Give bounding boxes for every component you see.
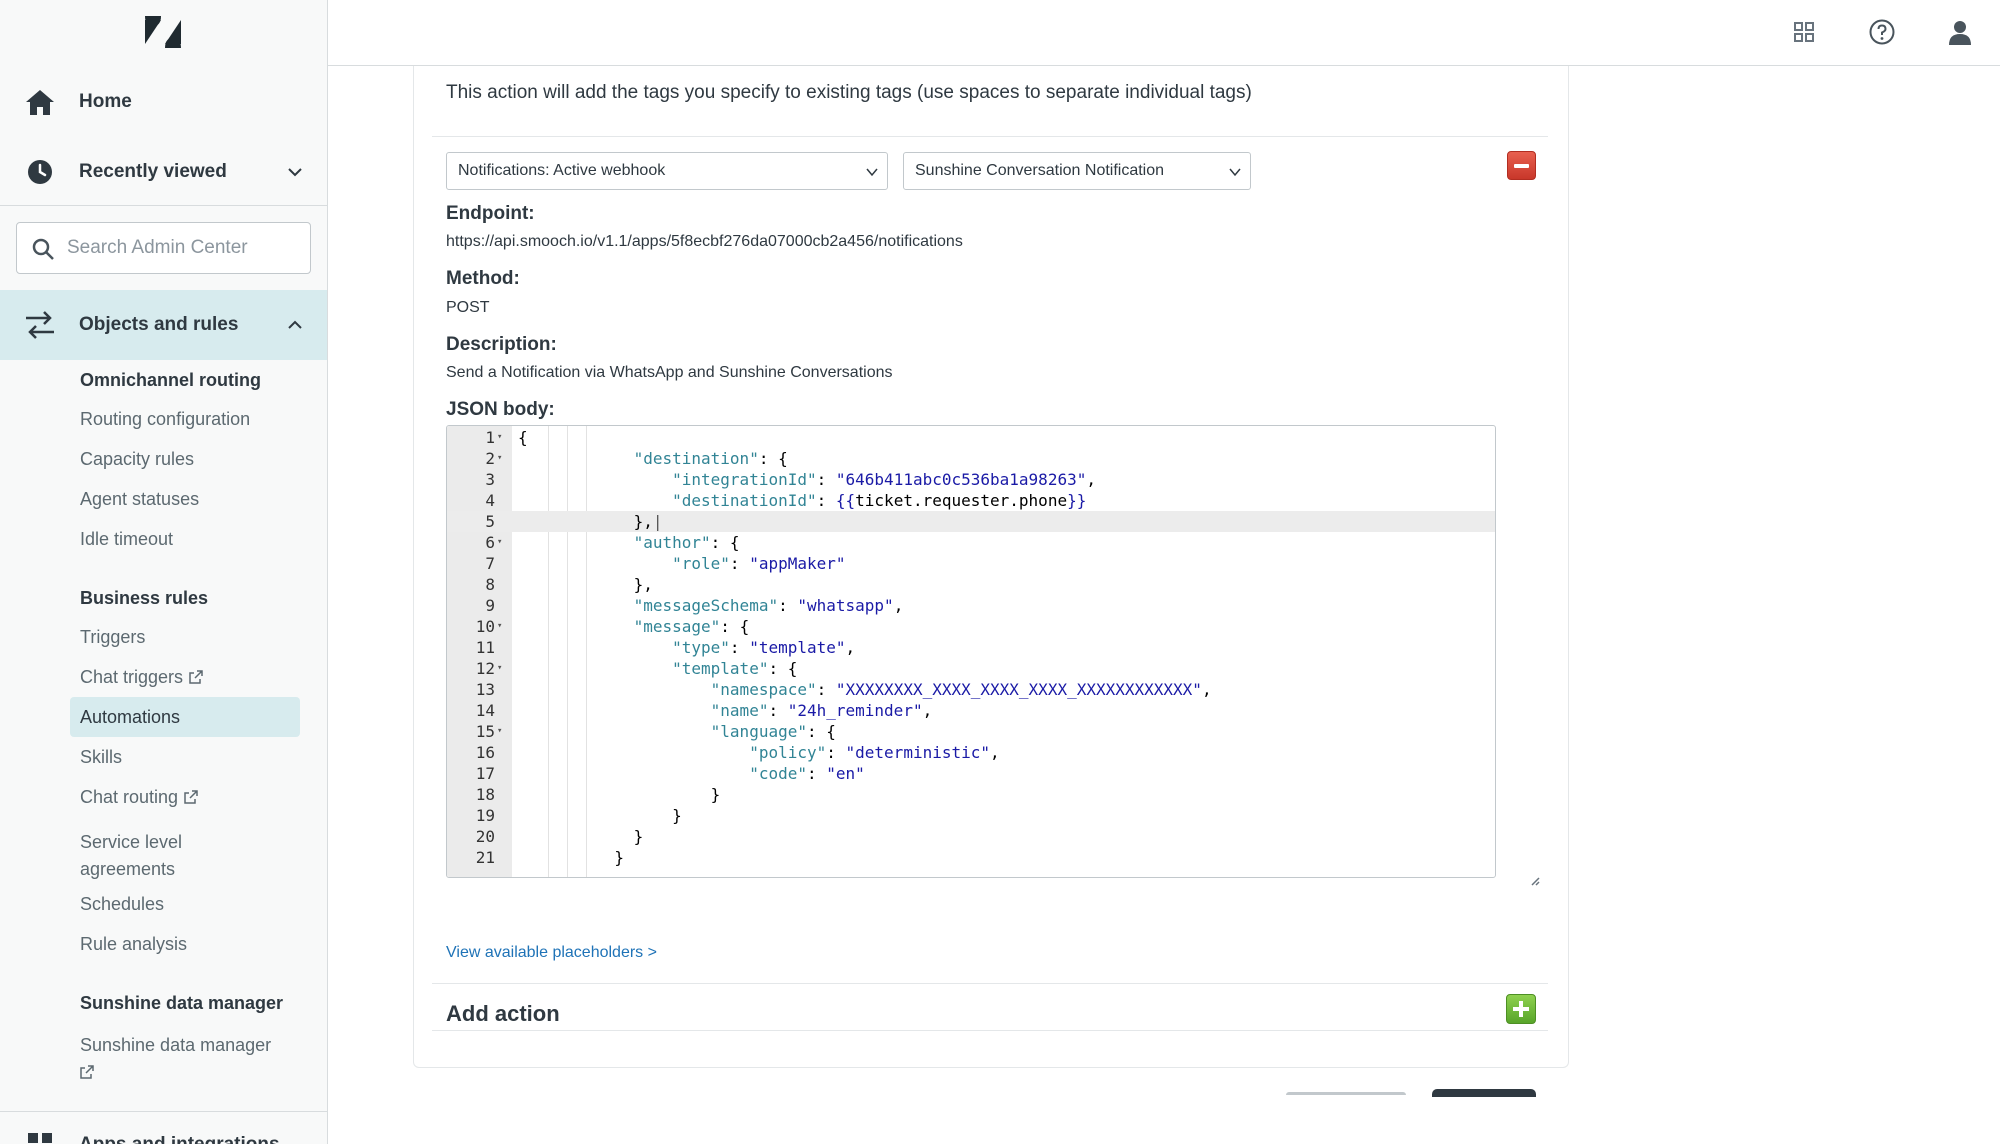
editor-gutter xyxy=(447,426,512,877)
endpoint-label: Endpoint: xyxy=(446,203,535,224)
sidebar-item-label: Service level xyxy=(80,832,183,852)
chevron-down-icon[interactable] xyxy=(284,161,306,183)
zendesk-logo[interactable] xyxy=(145,16,181,48)
nav-objects-and-rules-label: Objects and rules xyxy=(79,314,239,335)
remove-action-button[interactable] xyxy=(1507,151,1536,180)
code-line: 9 "messageSchema": "whatsapp", xyxy=(485,596,904,615)
sidebar-item-skills[interactable]: Skills xyxy=(80,747,123,767)
apps-grid-icon xyxy=(24,1129,56,1144)
code-line-active: 5 },| xyxy=(447,511,1495,532)
indent-guide xyxy=(567,426,568,877)
sidebar-divider xyxy=(0,205,327,206)
description-label: Description: xyxy=(446,334,557,355)
omnichannel-heading: Omnichannel routing xyxy=(80,370,262,390)
help-icon[interactable] xyxy=(1868,18,1896,46)
clock-icon xyxy=(24,156,56,188)
nav-home[interactable]: Home xyxy=(0,72,327,132)
json-body-label: JSON body: xyxy=(446,399,555,420)
code-line: 19 } xyxy=(475,806,682,825)
chevron-down-icon xyxy=(1229,168,1241,177)
external-link-icon xyxy=(80,1065,94,1079)
method-value: POST xyxy=(446,299,490,316)
code-line: 4 "destinationId": {{ticket.requester.ph… xyxy=(485,491,1087,510)
objects-rules-icon xyxy=(24,309,56,341)
code-line: 16 "policy": "deterministic", xyxy=(475,743,1000,762)
indent-guide xyxy=(586,426,587,877)
code-line: 7 "role": "appMaker" xyxy=(485,554,846,573)
indent-guide xyxy=(548,426,549,877)
sidebar-item-service-level-agreements[interactable]: Service level agreements xyxy=(80,829,182,883)
external-link-icon xyxy=(189,670,203,684)
user-icon[interactable] xyxy=(1946,18,1974,46)
sidebar-item-routing-configuration[interactable]: Routing configuration xyxy=(80,409,251,429)
nav-recently-viewed[interactable]: Recently viewed xyxy=(0,142,327,202)
add-action-title: Add action xyxy=(446,1001,560,1026)
code-line: 6▾ "author": { xyxy=(485,533,740,552)
sidebar: Home Recently viewed Objects and rules O… xyxy=(0,0,328,1144)
add-action-button[interactable] xyxy=(1506,994,1536,1024)
code-line: 11 "type": "template", xyxy=(475,638,856,657)
sidebar-item-idle-timeout[interactable]: Idle timeout xyxy=(80,529,174,549)
view-placeholders-link[interactable]: View available placeholders > xyxy=(446,944,657,961)
nav-objects-and-rules[interactable]: Objects and rules xyxy=(0,290,327,360)
code-line: 15▾ "language": { xyxy=(475,722,836,741)
save-button[interactable] xyxy=(1432,1089,1536,1097)
code-line: 17 "code": "en" xyxy=(475,764,865,783)
card-bottom-divider xyxy=(432,1030,1548,1031)
sidebar-item-agent-statuses[interactable]: Agent statuses xyxy=(80,489,200,509)
action-divider xyxy=(432,136,1548,137)
nav-recently-viewed-label: Recently viewed xyxy=(79,161,227,182)
code-line: 2▾ "destination": { xyxy=(485,449,788,468)
sidebar-item-capacity-rules[interactable]: Capacity rules xyxy=(80,449,195,469)
sidebar-item-label: agreements xyxy=(80,859,176,879)
sidebar-item-label: Chat routing xyxy=(80,787,179,807)
code-line: 13 "namespace": "XXXXXXXX_XXXX_XXXX_XXXX… xyxy=(475,680,1212,699)
code-line: 14 "name": "24h_reminder", xyxy=(475,701,933,720)
sidebar-item-sunshine-data-manager[interactable]: Sunshine data manager xyxy=(80,1032,271,1086)
search-input[interactable] xyxy=(65,223,305,273)
resize-handle-icon[interactable] xyxy=(1530,876,1540,886)
search-icon xyxy=(32,238,54,260)
sidebar-item-rule-analysis[interactable]: Rule analysis xyxy=(80,934,188,954)
sidebar-item-schedules[interactable]: Schedules xyxy=(80,894,165,914)
code-line: 21 } xyxy=(475,848,624,867)
action-type-select[interactable]: Notifications: Active webhook xyxy=(446,152,888,190)
webhook-select[interactable]: Sunshine Conversation Notification xyxy=(903,152,1251,190)
tags-note: This action will add the tags you specif… xyxy=(446,82,1252,103)
code-line: 12▾ "template": { xyxy=(475,659,798,678)
json-body-editor[interactable]: 1▾ { 2▾ "destination": { 3 "integrationI… xyxy=(446,425,1496,878)
business-rules-heading: Business rules xyxy=(80,588,209,608)
code-line: 8 }, xyxy=(485,575,653,594)
sidebar-item-triggers[interactable]: Triggers xyxy=(80,627,146,647)
external-link-icon xyxy=(184,790,198,804)
home-icon xyxy=(24,86,56,118)
chevron-down-icon xyxy=(866,168,878,177)
code-line: 10▾ "message": { xyxy=(475,617,750,636)
products-grid-icon[interactable] xyxy=(1790,18,1818,46)
admin-search[interactable] xyxy=(16,222,311,274)
top-bar xyxy=(328,0,2000,66)
chevron-up-icon[interactable] xyxy=(284,314,306,336)
code-line: 20 } xyxy=(475,827,644,846)
sidebar-item-label: Chat triggers xyxy=(80,667,184,687)
sidebar-divider xyxy=(0,1111,327,1112)
sidebar-item-chat-triggers[interactable]: Chat triggers xyxy=(80,667,203,688)
nav-apps-and-integrations[interactable]: Apps and integrations xyxy=(0,1115,327,1144)
action-type-value: Notifications: Active webhook xyxy=(458,162,666,179)
code-line: 3 "integrationId": "646b411abc0c536ba1a9… xyxy=(485,470,1096,489)
sunshine-heading: Sunshine data manager xyxy=(80,993,284,1013)
nav-apps-label: Apps and integrations xyxy=(79,1134,280,1144)
cancel-button[interactable] xyxy=(1286,1092,1406,1095)
add-action-divider xyxy=(432,983,1548,984)
code-line: 1▾ { xyxy=(485,428,528,447)
description-value: Send a Notification via WhatsApp and Sun… xyxy=(446,364,893,381)
endpoint-value: https://api.smooch.io/v1.1/apps/5f8ecbf2… xyxy=(446,233,963,250)
code-line: 18 } xyxy=(475,785,721,804)
method-label: Method: xyxy=(446,268,520,289)
sidebar-item-automations[interactable]: Automations xyxy=(70,697,300,737)
webhook-value: Sunshine Conversation Notification xyxy=(915,162,1165,179)
sidebar-item-chat-routing[interactable]: Chat routing xyxy=(80,787,198,808)
sidebar-item-label: Sunshine data manager xyxy=(80,1035,272,1055)
nav-home-label: Home xyxy=(79,91,132,112)
